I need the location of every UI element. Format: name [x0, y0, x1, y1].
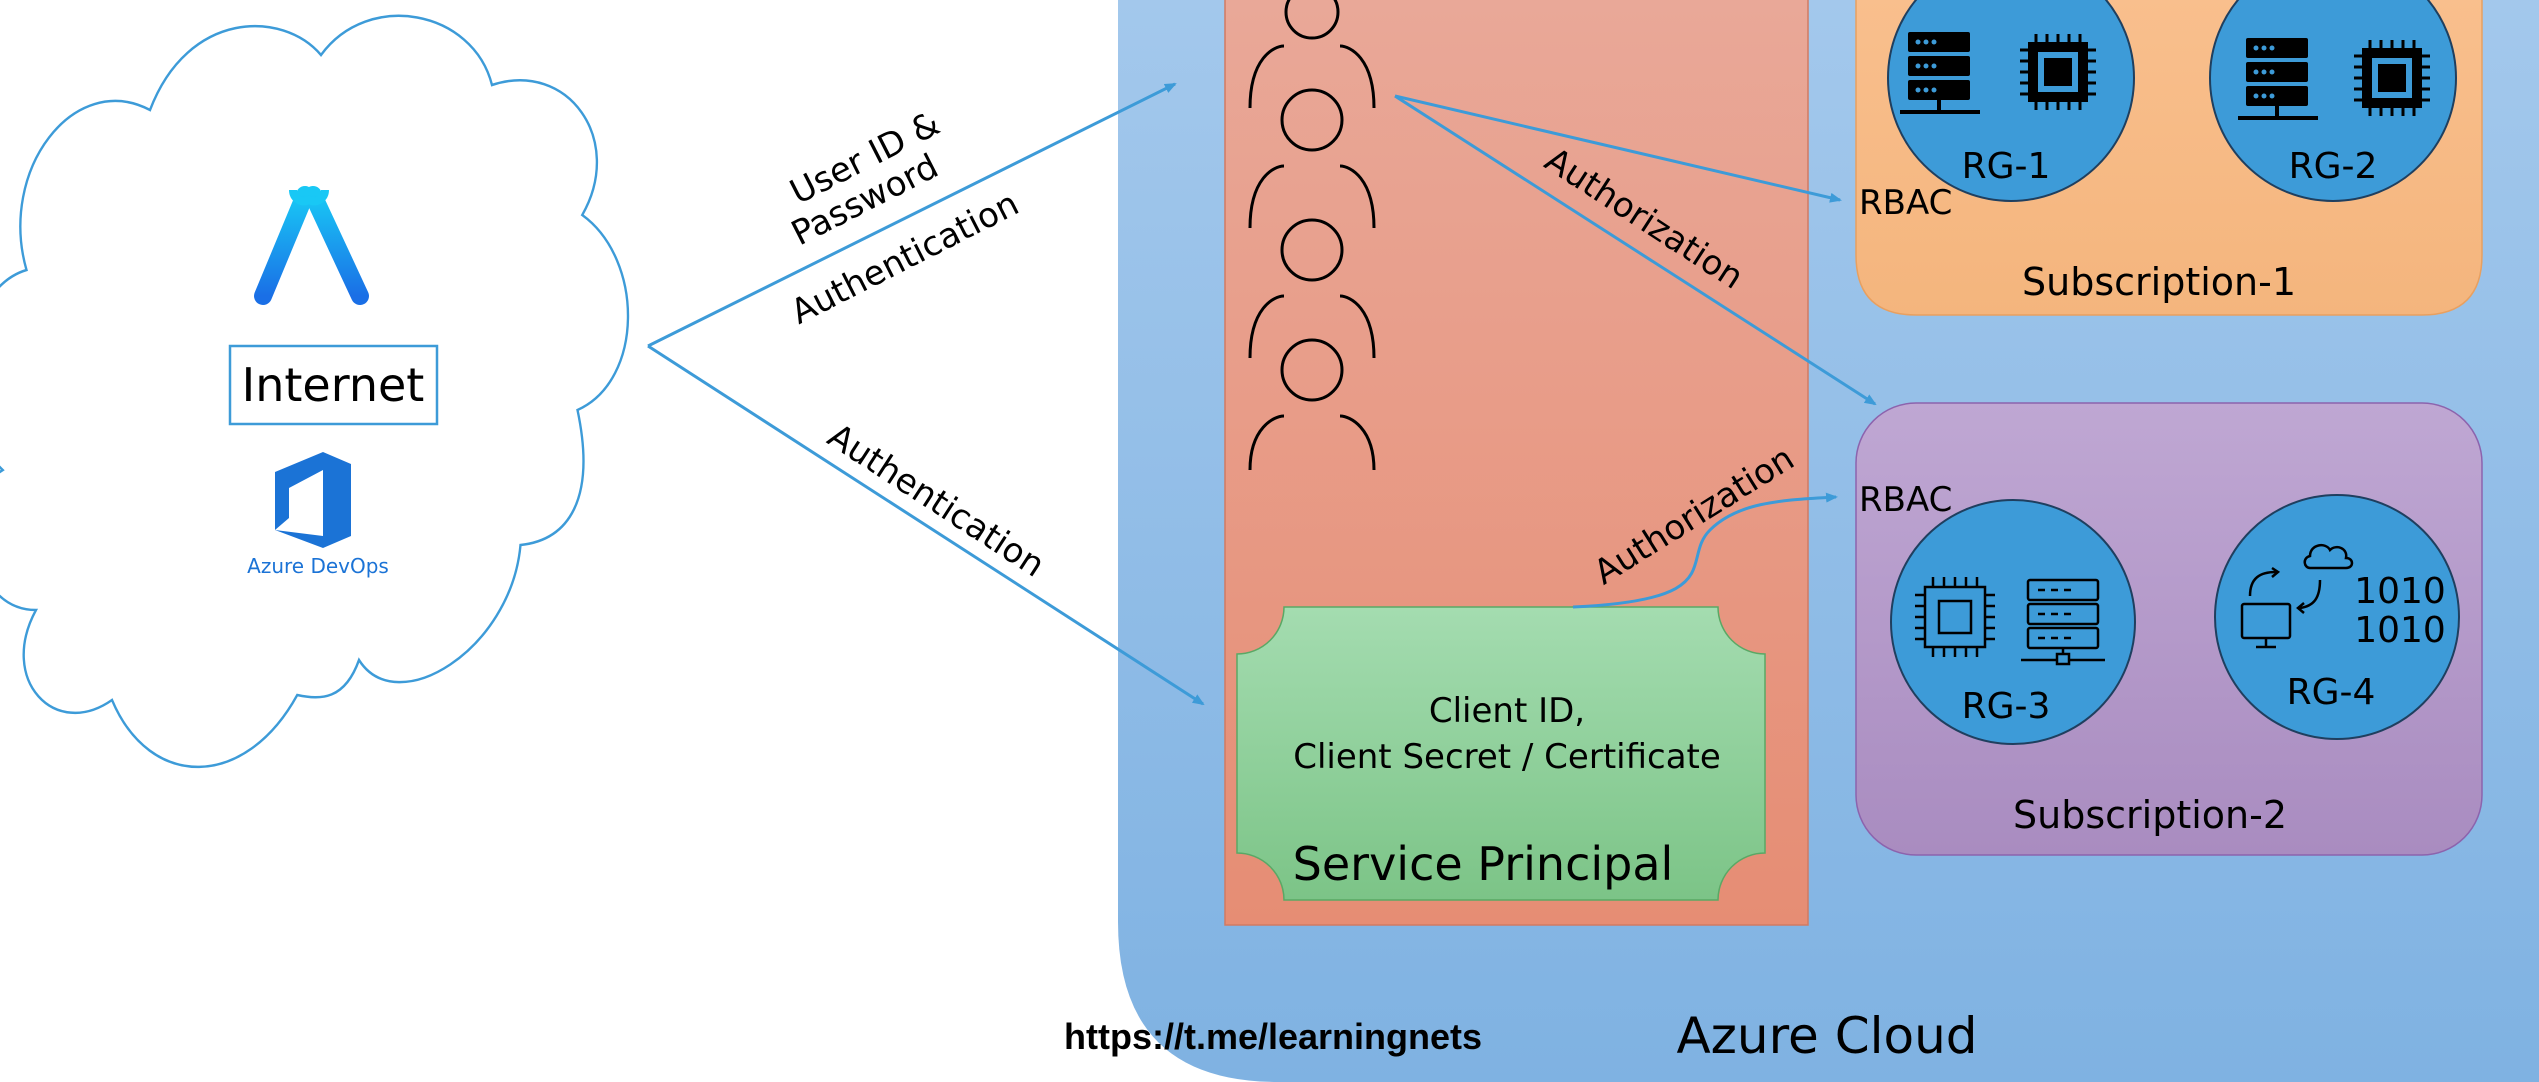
- sp-title: Service Principal: [1293, 837, 1674, 891]
- app-store-icon: [245, 186, 385, 305]
- chip-icon: [2020, 34, 2096, 110]
- user-icon: [1248, 0, 1376, 109]
- server-icon: [1900, 32, 1980, 114]
- arrow-sp-auth: [647, 344, 1205, 706]
- devops-label: Azure DevOps: [247, 554, 389, 578]
- internet-label: Internet: [242, 358, 425, 412]
- arrow-authz-sub2: [1394, 94, 1877, 406]
- rg1-label: RG-1: [1962, 146, 2051, 187]
- subscription-2-label: Subscription-2: [2013, 793, 2287, 837]
- resource-group-rg4: [2214, 494, 2460, 740]
- rg4-label: RG-4: [2287, 672, 2376, 713]
- arrow-authz-sub1: [1394, 94, 1842, 203]
- rg3-label: RG-3: [1962, 686, 2051, 727]
- chip-icon: [1915, 577, 1995, 657]
- user-icons: [1248, 0, 1376, 471]
- server-icon: [2021, 578, 2105, 666]
- sp-line1: Client ID,: [1429, 691, 1585, 731]
- chip-icon: [2354, 40, 2430, 116]
- user-icon: [1248, 218, 1376, 359]
- rbac-label-2: RBAC: [1859, 480, 1952, 520]
- sp-authentication-label: Authentication: [820, 416, 1051, 585]
- subscription-1-label: Subscription-1: [2022, 260, 2296, 304]
- server-icon: [2238, 38, 2318, 120]
- rg2-label: RG-2: [2289, 146, 2378, 187]
- resource-group-rg3: [1890, 499, 2136, 745]
- internet-label-box: [228, 344, 439, 426]
- svg-text:1010: 1010: [2354, 610, 2446, 651]
- watermark-url: https://t.me/learningnets: [1064, 1016, 1482, 1057]
- user-icon: [1248, 338, 1376, 471]
- sp-line2: Client Secret / Certificate: [1293, 737, 1721, 777]
- arrow-user-auth: [647, 82, 1177, 348]
- cloud-sync-icon: [2240, 543, 2354, 649]
- azure-devops-icon: [275, 452, 351, 548]
- svg-text:1010: 1010: [2354, 571, 2446, 612]
- service-principal-box: [1236, 606, 1766, 901]
- arrows: [647, 82, 1877, 706]
- arrow-sp-authz: [1572, 492, 1838, 609]
- rbac-label-1: RBAC: [1859, 183, 1952, 223]
- binary-icon: 1010 1010: [2354, 571, 2446, 651]
- azure-cloud-label: Azure Cloud: [1676, 1007, 1977, 1065]
- user-icon: [1248, 88, 1376, 229]
